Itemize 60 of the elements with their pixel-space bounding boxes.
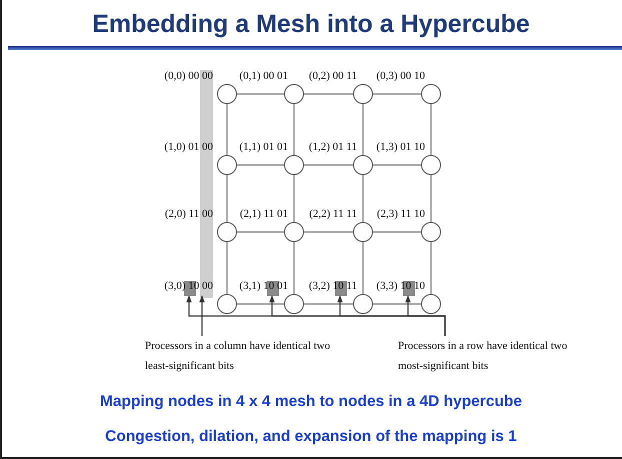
node-label: (2,2) 11 11 <box>309 208 357 221</box>
mesh-link <box>237 303 284 305</box>
slide-title: Embedding a Mesh into a Hypercube <box>91 10 531 39</box>
mesh-link <box>373 93 421 95</box>
mesh-link <box>226 175 228 222</box>
mesh-link <box>237 231 284 233</box>
mesh-node-circle <box>284 294 304 314</box>
mesh-link <box>304 303 353 305</box>
mesh-link <box>362 104 364 155</box>
leader-line <box>405 295 446 336</box>
mesh-node-circle <box>284 84 304 104</box>
mesh-node-circle <box>284 222 304 242</box>
mesh-node-circle <box>421 155 441 175</box>
mesh-link <box>373 303 421 305</box>
mesh-link <box>430 104 432 155</box>
node-label: (0,0) 00 00 <box>164 70 213 83</box>
node-label: (2,1) 11 01 <box>240 208 288 221</box>
mesh-link <box>362 242 364 294</box>
mesh-node-circle <box>217 222 237 242</box>
mesh-node-circle <box>421 222 441 242</box>
mesh-link <box>373 164 421 166</box>
mesh-node-circle <box>353 294 373 314</box>
node-label: (0,3) 00 10 <box>376 70 425 83</box>
node-label: (2,3) 11 10 <box>376 208 425 221</box>
mesh-link <box>293 104 295 155</box>
mesh-link <box>362 175 364 222</box>
mesh-node-circle <box>284 155 304 175</box>
mesh-link <box>304 93 353 95</box>
leader-line <box>199 295 205 336</box>
node-label: (1,0) 01 00 <box>164 141 213 154</box>
mesh-node-circle <box>353 84 373 104</box>
mesh-link <box>304 164 353 166</box>
summary-text: Congestion, dilation, and expansion of the mapping is 1 <box>104 428 518 446</box>
mesh-link <box>293 242 295 294</box>
summary-text: Mapping nodes in 4 x 4 mesh to nodes in a 4D hypercube <box>98 393 524 411</box>
mesh-node-circle <box>421 84 441 104</box>
node-label: (1,3) 01 10 <box>376 141 425 154</box>
node-label: (0,1) 00 01 <box>239 70 288 83</box>
node-label: (1,1) 01 01 <box>239 141 288 154</box>
mesh-link <box>304 231 353 233</box>
mesh-node-circle <box>353 155 373 175</box>
annotation-note: Processors in a row have identical two most-significant bits <box>398 336 588 376</box>
mesh-node-circle <box>353 222 373 242</box>
mesh-link <box>430 242 432 294</box>
annotation-note: Processors in a column have identical two least-significant bits <box>145 336 335 376</box>
mesh-node-circle <box>421 294 441 314</box>
node-label: (0,2) 00 11 <box>308 70 357 83</box>
mesh-node-circle <box>217 84 237 104</box>
node-label: (2,0) 11 00 <box>164 208 213 221</box>
mesh-link <box>430 175 432 222</box>
mesh-node-circle <box>217 294 237 314</box>
mesh-link <box>226 104 228 155</box>
node-label: (1,2) 01 11 <box>308 141 357 154</box>
mesh-link <box>293 175 295 222</box>
mesh-link <box>226 242 228 294</box>
mesh-link <box>237 164 284 166</box>
mesh-node-circle <box>217 155 237 175</box>
mesh-link <box>373 231 421 233</box>
bit-highlight <box>200 70 213 298</box>
mesh-link <box>237 93 284 95</box>
